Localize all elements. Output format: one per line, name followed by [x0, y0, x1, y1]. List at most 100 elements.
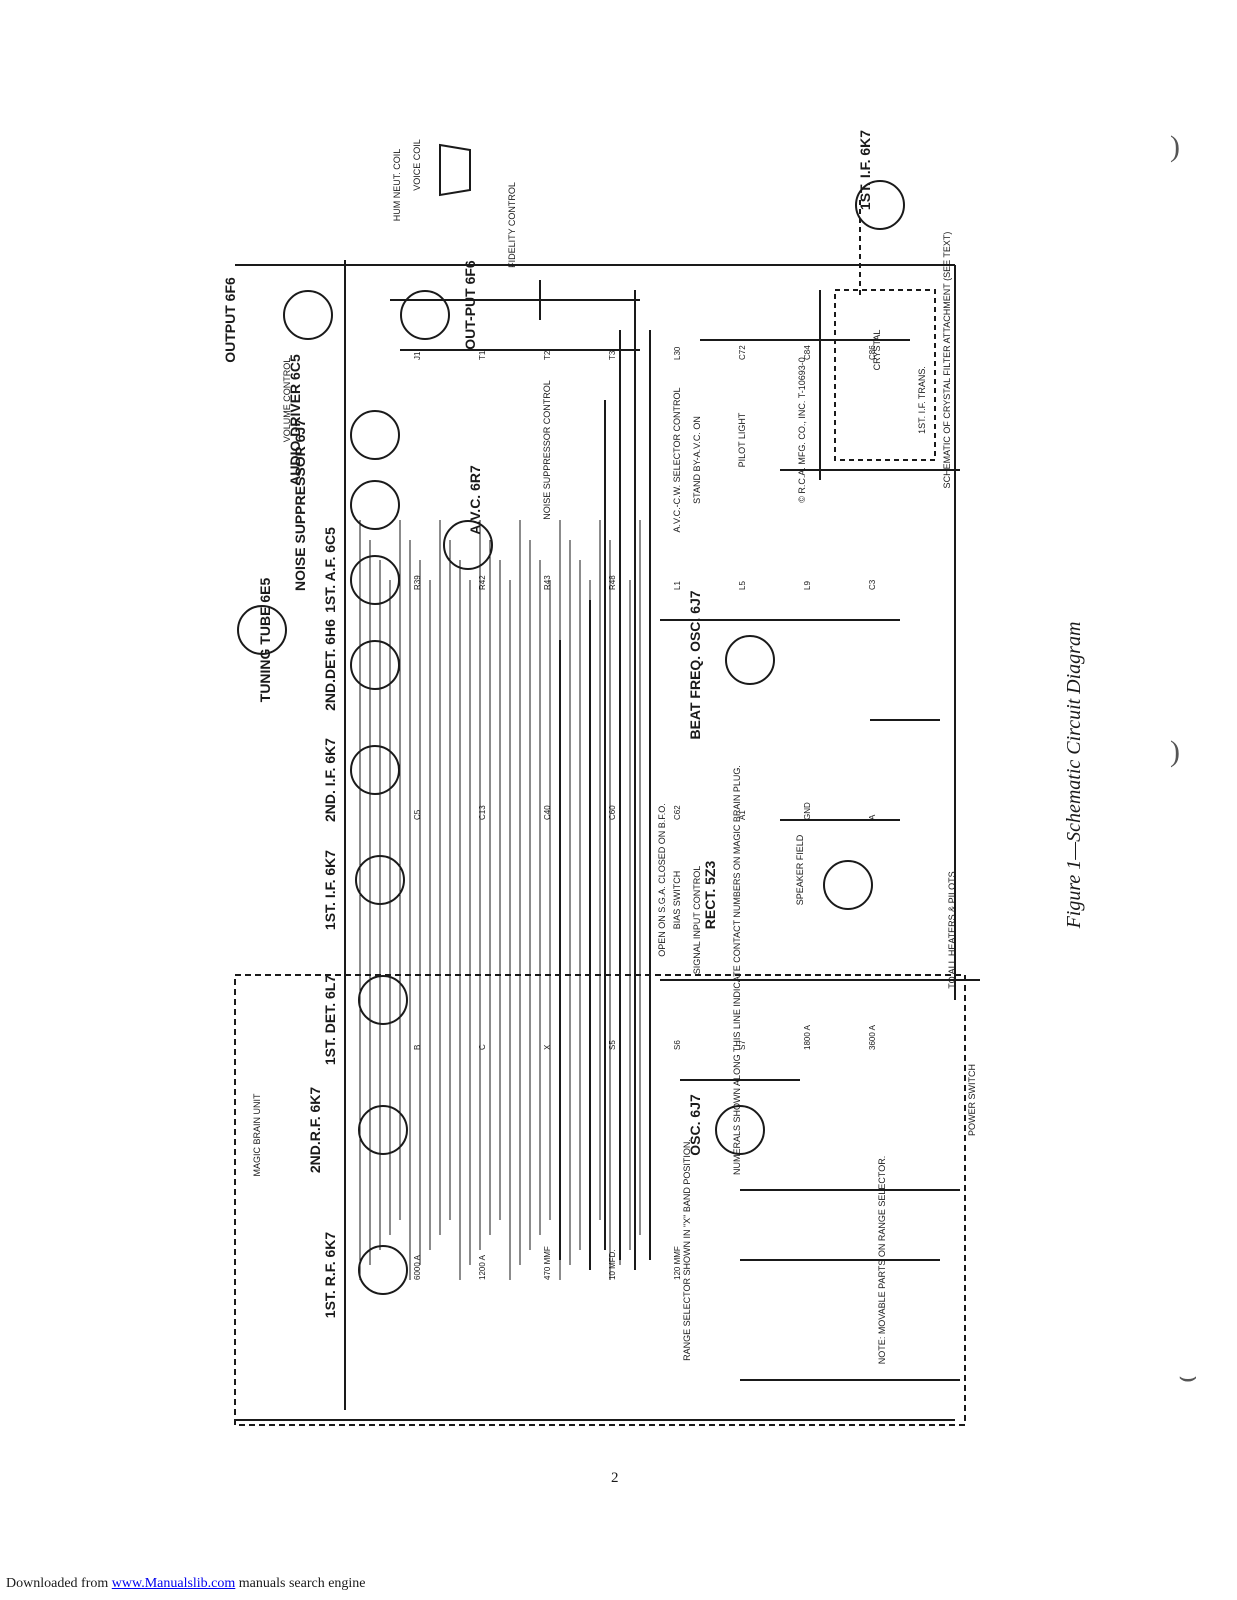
diagram-label: BIAS SWITCH — [672, 871, 682, 930]
diagram-label: MAGIC BRAIN UNIT — [252, 1093, 262, 1177]
diagram-label: NOTE: MOVABLE PARTS ON RANGE SELECTOR. — [877, 1156, 887, 1364]
diagram-label: SCHEMATIC OF CRYSTAL FILTER ATTACHMENT (… — [942, 232, 952, 489]
vacuum-tube — [443, 520, 493, 570]
part-label: 120 MMF — [673, 1246, 682, 1280]
diagram-label: 1ST. I.F. TRANS. — [917, 366, 927, 434]
tube-symbols — [237, 180, 905, 1295]
binder-mark: ) — [1170, 130, 1180, 163]
diagram-label: CRYSTAL — [872, 330, 882, 371]
part-label: T1 — [478, 350, 487, 360]
diagram-label: 2ND.DET. 6H6 — [322, 619, 338, 711]
part-label: A1 — [738, 810, 747, 820]
vacuum-tube — [823, 860, 873, 910]
diagram-label: OUT-PUT 6F6 — [462, 260, 478, 350]
part-label: 1200 A — [478, 1254, 487, 1280]
vacuum-tube — [350, 480, 400, 530]
part-label: C3 — [868, 579, 877, 590]
diagram-label: HUM NEUT. COIL — [392, 149, 402, 222]
diagram-label: FIDELITY CONTROL — [507, 182, 517, 268]
diagram-label: BEAT FREQ. OSC. 6J7 — [687, 590, 703, 739]
vacuum-tube — [350, 555, 400, 605]
diagram-label: A.V.C. 6R7 — [467, 465, 483, 535]
part-label: 1800 A — [803, 1024, 812, 1050]
part-label: L9 — [803, 581, 812, 590]
diagram-label: A.V.C.-C.W. SELECTOR CONTROL — [672, 387, 682, 532]
download-footer: Downloaded from www.Manualslib.com manua… — [6, 1576, 366, 1592]
diagram-label: 2ND.R.F. 6K7 — [307, 1087, 323, 1174]
diagram-label: TO ALL HEATERS & PILOTS — [947, 871, 957, 988]
part-label: T2 — [543, 350, 552, 360]
part-label: 470 MMF — [543, 1246, 552, 1280]
diagram-label: PILOT LIGHT — [737, 412, 747, 467]
vacuum-tube — [400, 290, 450, 340]
part-label: R39 — [413, 575, 422, 590]
diagram-label: AUDIO DRIVER 6C5 — [287, 354, 303, 486]
vacuum-tube — [350, 745, 400, 795]
part-label: X — [543, 1044, 552, 1050]
diagram-label: TUNING TUBE 6E5 — [257, 578, 273, 703]
part-label: 6000 A — [413, 1254, 422, 1280]
diagram-label: 1ST. R.F. 6K7 — [322, 1232, 338, 1319]
diagram-label: 2ND. I.F. 6K7 — [322, 738, 338, 822]
part-label: 3600 A — [868, 1024, 877, 1050]
manualslib-link[interactable]: www.Manualslib.com — [111, 1576, 236, 1591]
part-label: R48 — [608, 575, 617, 590]
part-label: GND — [803, 802, 812, 820]
part-label: C40 — [543, 805, 552, 820]
part-label: B — [413, 1045, 422, 1050]
part-label: S6 — [673, 1040, 682, 1050]
diagram-label: 1ST. DET. 6L7 — [322, 975, 338, 1065]
binder-mark: ) — [1170, 735, 1180, 768]
vacuum-tube — [355, 855, 405, 905]
part-label: C13 — [478, 805, 487, 820]
part-label: S5 — [608, 1040, 617, 1050]
part-label: C86 — [868, 345, 877, 360]
part-label: C60 — [608, 805, 617, 820]
part-label: J1 — [413, 351, 422, 360]
vacuum-tube — [283, 290, 333, 340]
footer-prefix: Downloaded from — [6, 1576, 112, 1591]
part-label: 10 MFD. — [608, 1249, 617, 1280]
diagram-label: VOICE COIL — [412, 139, 422, 191]
part-label: T3 — [608, 350, 617, 360]
part-label: S7 — [738, 1040, 747, 1050]
part-label: C62 — [673, 805, 682, 820]
diagram-label: NUMERALS SHOWN ALONG THIS LINE INDICATE … — [732, 765, 742, 1175]
part-label: L1 — [673, 581, 682, 590]
vacuum-tube — [358, 975, 408, 1025]
diagram-label: © R.C.A. MFG. CO., INC. T-10693-0 — [797, 357, 807, 503]
diagram-label: RECT. 5Z3 — [702, 861, 718, 930]
diagram-label: NOISE SUPPRESSOR CONTROL — [542, 380, 552, 520]
vacuum-tube — [715, 1105, 765, 1155]
diagram-label: 1ST. I.F. 6K7 — [322, 850, 338, 930]
vacuum-tube — [237, 605, 287, 655]
diagram-label: SPEAKER FIELD — [795, 834, 805, 905]
diagram-label: SIGNAL INPUT CONTROL — [692, 866, 702, 975]
vacuum-tube — [358, 1105, 408, 1155]
vacuum-tube — [725, 635, 775, 685]
part-label: C5 — [413, 809, 422, 820]
part-label: R42 — [478, 575, 487, 590]
vacuum-tube — [350, 410, 400, 460]
diagram-label: OPEN ON S.G.A. CLOSED ON B.F.O. — [657, 803, 667, 957]
part-label: L30 — [673, 346, 682, 360]
footer-suffix: manuals search engine — [235, 1576, 366, 1591]
diagram-label: NOISE SUPPRESSOR 6J7 — [292, 419, 308, 591]
diagram-label: STAND BY-A.V.C. ON — [692, 416, 702, 504]
diagram-label: RANGE SELECTOR SHOWN IN "X" BAND POSITIO… — [682, 1139, 692, 1361]
diagram-label: VOLUME CONTROL — [282, 358, 292, 443]
part-label: A — [868, 814, 877, 820]
diagram-label: OSC. 6J7 — [687, 1094, 703, 1156]
part-label: C72 — [738, 345, 747, 360]
vacuum-tube — [855, 180, 905, 230]
speaker-symbol — [439, 143, 471, 197]
diagram-label: 1ST. A.F. 6C5 — [322, 527, 338, 613]
part-label: C — [478, 1044, 487, 1050]
diagram-label: 1ST. I.F. 6K7 — [857, 130, 873, 210]
circuit-wiring — [234, 143, 980, 1426]
part-label: L5 — [738, 581, 747, 590]
part-label: C84 — [803, 345, 812, 360]
diagram-label: POWER SWITCH — [967, 1064, 977, 1136]
figure-caption: Figure 1—Schematic Circuit Diagram — [1063, 622, 1085, 930]
